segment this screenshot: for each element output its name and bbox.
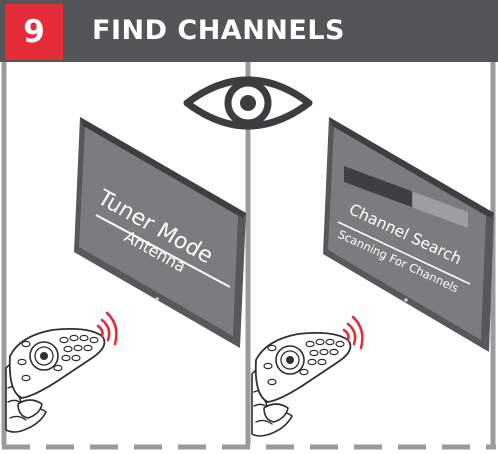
- signal-waves-right: [342, 315, 364, 350]
- page-title: FIND CHANNELS: [92, 15, 345, 46]
- eye-icon: [183, 76, 313, 130]
- signal-waves-left: [96, 311, 118, 346]
- remote-control-left: [5, 327, 106, 433]
- scan-progress-bar: [344, 166, 468, 228]
- step-number-badge: 9: [5, 4, 63, 60]
- header-bar: 9 FIND CHANNELS: [0, 0, 498, 62]
- tv-left: [74, 117, 246, 348]
- remote-control-right: [251, 331, 352, 437]
